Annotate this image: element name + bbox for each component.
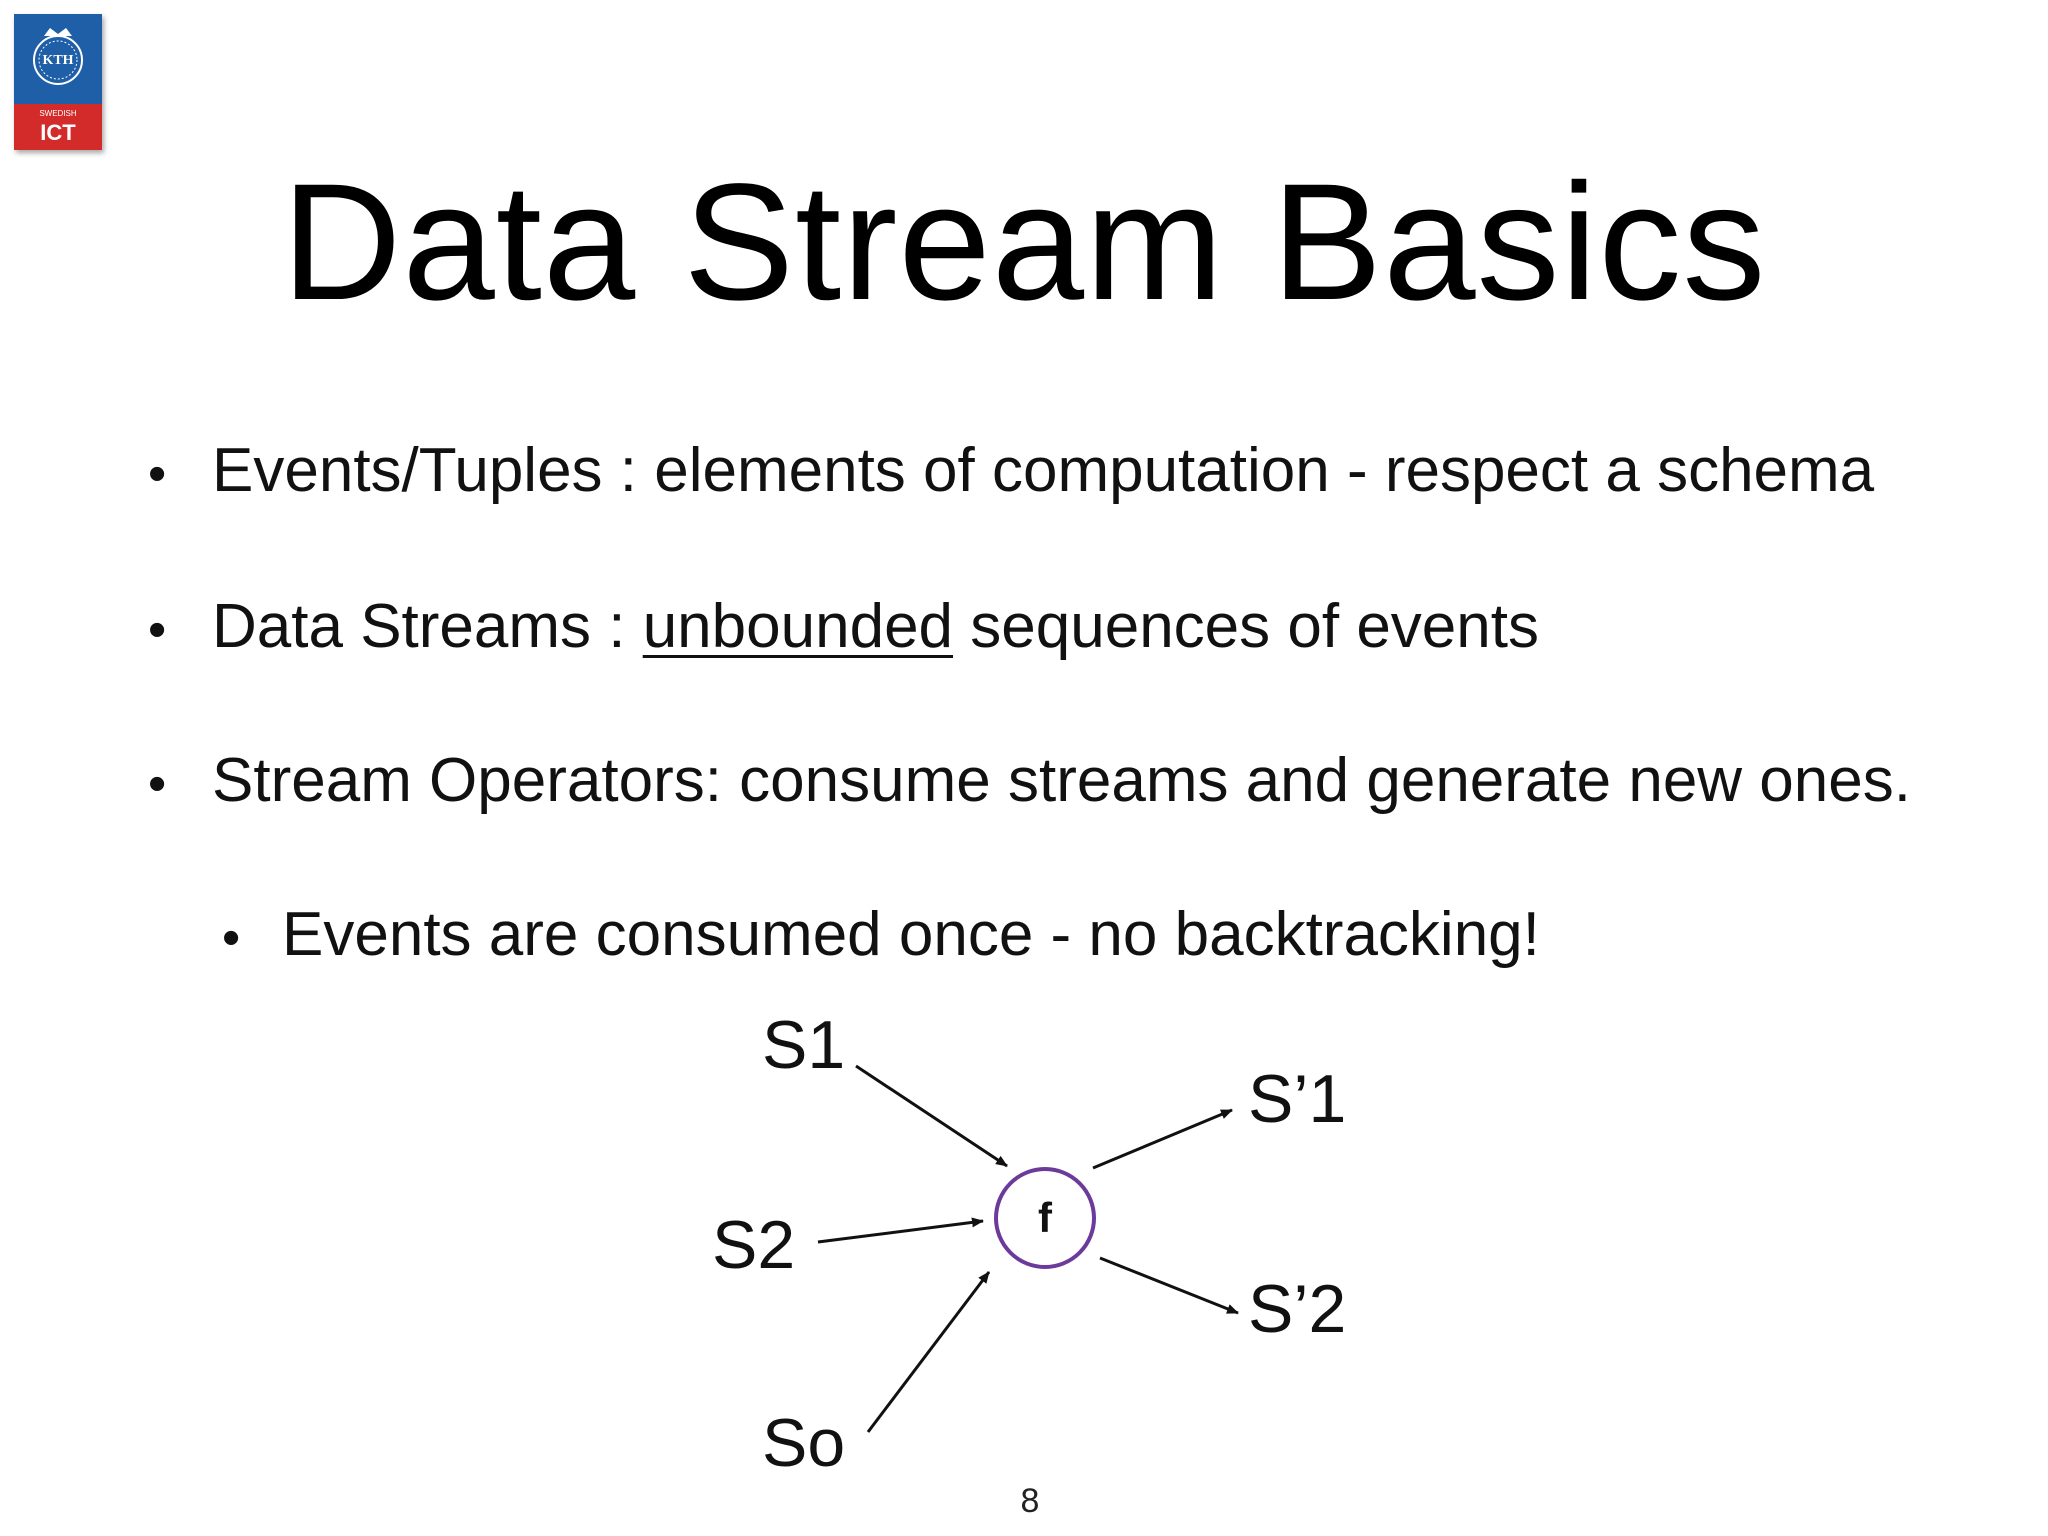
input-label-s1: S1: [762, 1007, 845, 1083]
bullet-dot: •: [148, 445, 167, 503]
sub-bullet-item: • Events are consumed once - no backtrac…: [222, 904, 1540, 966]
arrow-s2-to-f: [817, 1217, 984, 1244]
output-label-s1-prime: S’1: [1248, 1061, 1346, 1137]
operator-node: [994, 1167, 1096, 1269]
bullet-text-underlined: unbounded: [642, 592, 954, 661]
bullet-text: Events/Tuples : elements of computation …: [212, 436, 1875, 505]
bullet-dot: •: [222, 909, 241, 967]
bullet-item: • Events/Tuples : elements of computatio…: [148, 440, 1874, 502]
logo-bottom-text: SWEDISH: [39, 109, 77, 118]
bullet-item: • Stream Operators: consume streams and …: [148, 750, 1911, 812]
bullet-text: Stream Operators: consume streams and ge…: [212, 746, 1911, 815]
operator-label: f: [1038, 1194, 1053, 1241]
bullet-dot: •: [148, 601, 167, 659]
bullet-text: Data Streams : unbounded sequences of ev…: [212, 596, 1539, 658]
arrow-f-to-s1-prime: [1092, 1108, 1233, 1170]
page-number: 8: [1020, 1482, 1040, 1520]
bullet-dot: •: [148, 755, 167, 813]
input-label-s2: S2: [712, 1207, 795, 1283]
input-label-so: So: [762, 1405, 845, 1481]
bullet-item: • Data Streams : unbounded sequences of …: [148, 596, 1539, 658]
kth-ict-logo: KTH SWEDISH ICT: [14, 14, 102, 150]
logo-mark-text: ICT: [40, 120, 76, 145]
arrow-f-to-s2-prime: [1099, 1256, 1239, 1315]
output-label-s2-prime: S’2: [1248, 1271, 1346, 1347]
slide-title: Data Stream Basics: [281, 150, 1767, 335]
logo-top-text: KTH: [42, 53, 73, 68]
arrow-so-to-f: [866, 1271, 991, 1433]
bullet-text: Events are consumed once - no backtracki…: [282, 900, 1540, 969]
arrow-s1-to-f: [855, 1064, 1008, 1168]
bullet-text-pre: Data Streams :: [212, 592, 643, 661]
bullet-text-post: sequences of events: [953, 592, 1539, 661]
